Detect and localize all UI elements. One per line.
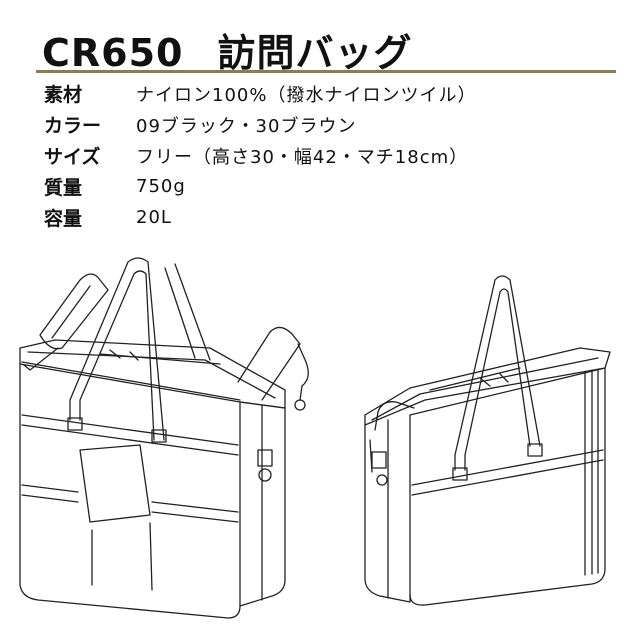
title-underline xyxy=(36,70,616,73)
spec-label: 容量 xyxy=(44,208,83,230)
product-code: CR650 xyxy=(42,31,184,75)
spec-row-material: 素材 ナイロン100%（撥水ナイロンツイル） xyxy=(44,78,476,109)
spec-value: 750g xyxy=(136,176,186,197)
bag-front-view xyxy=(19,257,309,619)
spec-value: 20L xyxy=(136,207,172,228)
product-title: CR650 訪問バッグ xyxy=(42,22,413,77)
spec-row-weight: 質量 750g xyxy=(44,171,476,202)
bag-back-view xyxy=(364,275,611,606)
spec-label: カラー xyxy=(44,115,102,137)
spec-row-size: サイズ フリー（高さ30・幅42・マチ18cm） xyxy=(44,140,476,171)
bag-line-drawing xyxy=(19,257,611,619)
spec-row-capacity: 容量 20L xyxy=(44,202,476,233)
spec-value: フリー（高さ30・幅42・マチ18cm） xyxy=(136,146,469,168)
spec-list: 素材 ナイロン100%（撥水ナイロンツイル） カラー 09ブラック・30ブラウン… xyxy=(44,78,476,233)
spec-label: 質量 xyxy=(44,177,83,199)
product-name: 訪問バッグ xyxy=(217,31,413,75)
spec-label: サイズ xyxy=(44,146,101,168)
spec-label: 素材 xyxy=(44,84,83,106)
spec-value: ナイロン100%（撥水ナイロンツイル） xyxy=(136,84,477,106)
spec-value: 09ブラック・30ブラウン xyxy=(136,115,357,137)
spec-row-color: カラー 09ブラック・30ブラウン xyxy=(44,109,476,140)
bag-illustrations xyxy=(0,240,640,640)
